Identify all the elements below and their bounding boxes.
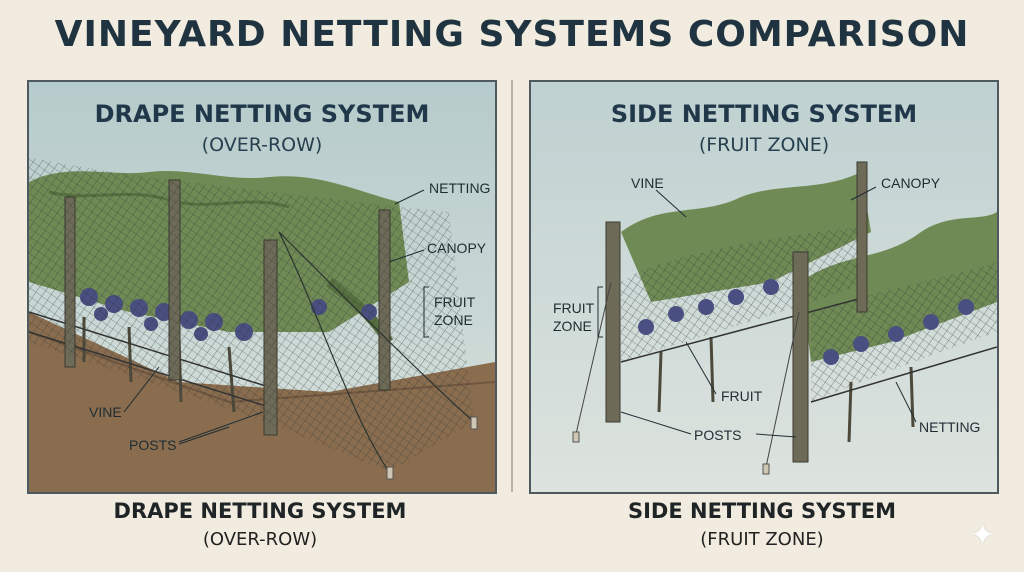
right-caption-subtitle: (FRUIT ZONE) [700, 529, 824, 550]
side-netting-illustration: SIDE NETTING SYSTEM (FRUIT ZONE) VINE CA… [529, 80, 999, 494]
posts-label: POSTS [129, 437, 177, 453]
vine-label: VINE [89, 404, 122, 420]
fruit-zone-label-line2: ZONE [553, 318, 592, 334]
vine-label: VINE [631, 175, 664, 191]
left-panel-title: DRAPE NETTING SYSTEM [94, 100, 430, 128]
left-panel-subtitle: (OVER-ROW) [201, 134, 323, 156]
left-caption-subtitle: (OVER-ROW) [202, 529, 318, 550]
netting-label: NETTING [429, 180, 491, 196]
fruit-zone-label-line2: ZONE [434, 312, 473, 328]
page-title: VINEYARD NETTING SYSTEMS COMPARISON [54, 14, 970, 55]
sparkle-icon: ✦ [970, 518, 996, 553]
right-caption-title: SIDE NETTING SYSTEM [627, 499, 897, 523]
side-netting-drawing [531, 82, 997, 492]
panel-divider [511, 80, 513, 492]
right-panel-title: SIDE NETTING SYSTEM [610, 100, 918, 128]
drape-netting-illustration: DRAPE NETTING SYSTEM (OVER-ROW) NETTING … [27, 80, 497, 494]
fruit-zone-label-line1: FRUIT [434, 294, 476, 310]
canopy-label: CANOPY [881, 175, 941, 191]
fruit-zone-label-line1: FRUIT [553, 300, 595, 316]
left-caption-title: DRAPE NETTING SYSTEM [113, 499, 407, 523]
right-panel-subtitle: (FRUIT ZONE) [698, 134, 830, 156]
fruit-label: FRUIT [721, 388, 763, 404]
drape-netting-drawing [29, 82, 495, 492]
posts-label: POSTS [694, 427, 742, 443]
netting-label: NETTING [919, 419, 981, 435]
canopy-label: CANOPY [427, 240, 487, 256]
